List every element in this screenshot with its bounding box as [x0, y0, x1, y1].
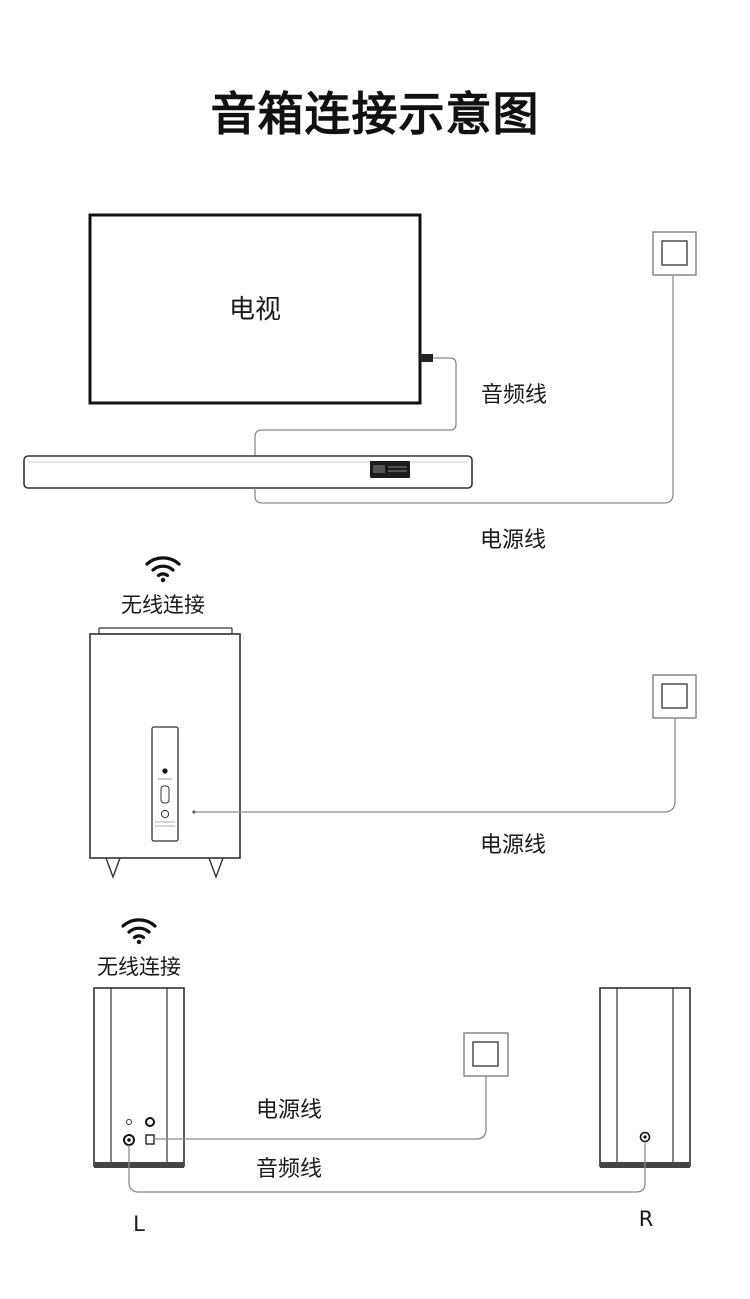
wifi-icon [145, 556, 181, 583]
power-cable-label: 电源线 [480, 528, 546, 553]
tv-label: 电视 [229, 295, 281, 325]
subwoofer-back-panel [151, 726, 179, 842]
audio-cable-label: 音频线 [256, 1157, 322, 1182]
tv-screen [88, 213, 422, 405]
power-outlet-icon [652, 674, 697, 719]
right-speaker [599, 987, 691, 1168]
power-outlet-icon [652, 231, 697, 276]
satellite-section: 无线连接 电源 [93, 918, 691, 1236]
power-outlet-icon [463, 1032, 509, 1077]
audio-cable-label: 音频线 [481, 383, 547, 408]
soundbar-power-cable [254, 276, 674, 504]
subwoofer-power-cable [194, 718, 676, 813]
soundbar [23, 455, 473, 489]
left-speaker [93, 987, 185, 1168]
tv-soundbar-section: 电视 音频线 电源线 [23, 213, 697, 553]
power-cable-label: 电源线 [480, 833, 546, 858]
wireless-label: 无线连接 [121, 593, 205, 617]
subwoofer-section: 无线连接 电源线 [89, 556, 697, 880]
satellite-power-cable [154, 1076, 487, 1140]
wireless-label: 无线连接 [97, 955, 181, 979]
tv-audio-port [420, 354, 433, 362]
right-speaker-label: R [639, 1207, 654, 1231]
page-title: 音箱连接示意图 [210, 87, 540, 141]
left-speaker-label: L [133, 1212, 145, 1236]
power-cable-label: 电源线 [256, 1098, 322, 1123]
wifi-icon [121, 918, 157, 945]
satellite-audio-cable [128, 1142, 646, 1193]
audio-cable [254, 357, 457, 458]
